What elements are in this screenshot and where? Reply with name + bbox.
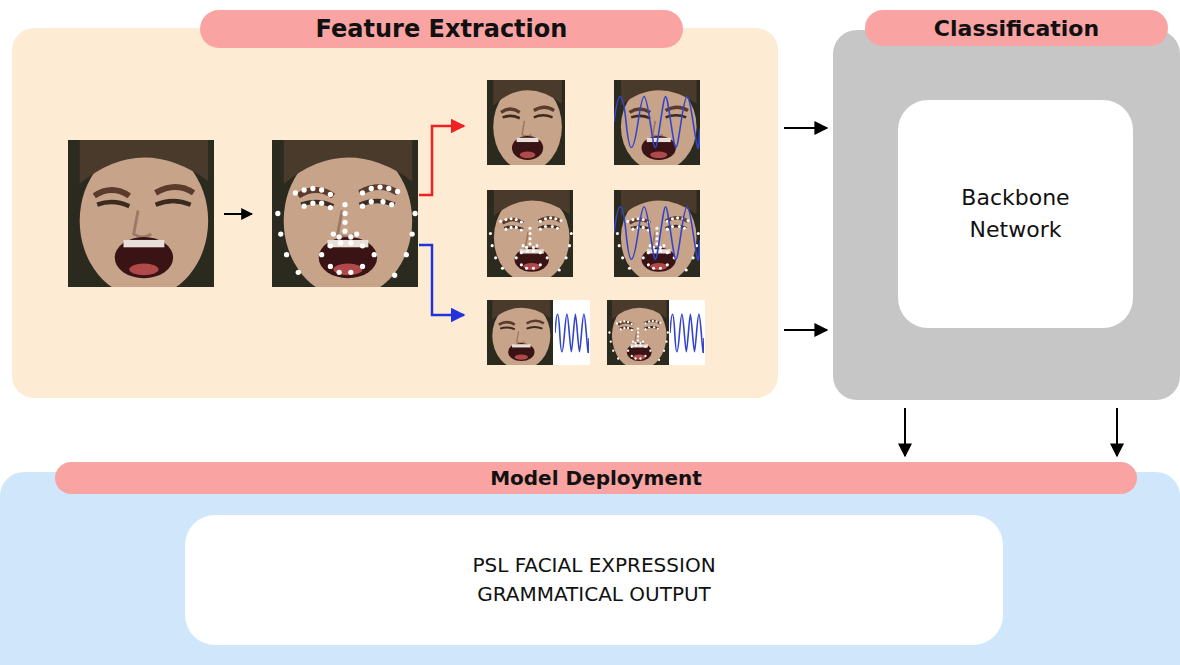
label-holder: Backbone Network [898, 100, 1133, 328]
section-heading: Classification [934, 16, 1099, 41]
process-box: Backbone Network [898, 100, 1133, 328]
panel-region: ClassificationBackbone Network [833, 30, 1180, 400]
section-heading: Model Deployment [490, 466, 702, 490]
flow-arrow [1116, 408, 1118, 456]
section-heading: Feature Extraction [316, 15, 568, 43]
heading-pill: Classification [865, 10, 1168, 46]
output-box: PSL FACIAL EXPRESSION GRAMMATICAL OUTPUT [185, 515, 1003, 645]
flow-arrow [784, 127, 827, 129]
label-holder: PSL FACIAL EXPRESSION GRAMMATICAL OUTPUT [185, 515, 1003, 645]
flow-arrow [904, 408, 906, 456]
heading-pill: Feature Extraction [200, 10, 683, 48]
box-label: PSL FACIAL EXPRESSION GRAMMATICAL OUTPUT [424, 551, 764, 609]
panel-region: Feature Extraction [12, 28, 778, 398]
heading-pill: Model Deployment [55, 462, 1137, 494]
flow-arrow [784, 329, 827, 331]
panel-region: Model DeploymentPSL FACIAL EXPRESSION GR… [0, 472, 1180, 665]
box-label: Backbone Network [921, 182, 1111, 246]
